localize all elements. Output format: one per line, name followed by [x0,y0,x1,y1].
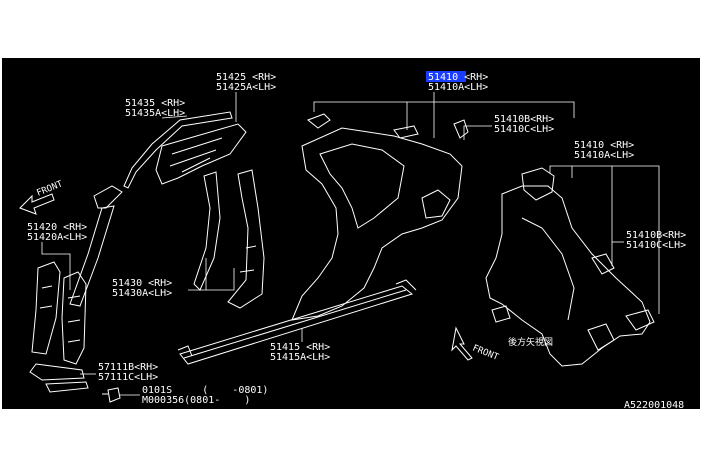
bracket-drawing [29,363,89,393]
front-arrow-bottom-right: FRONT [451,326,500,364]
front-arrow-top-left: FRONT [19,179,65,215]
roof-rail-drawing [155,123,247,185]
front-label-left: FRONT [35,179,64,199]
label-51435-rh: 51435 <RH> [125,98,185,109]
label-51410-rh-right: 51410 <RH> [574,140,634,151]
hinge-pillar-drawing [31,261,87,365]
rear-quarter-panel-drawing [291,113,469,321]
label-51410a-lh: 51410A<LH> [428,82,488,93]
label-51410-rh-suffix: <RH> [458,72,488,83]
label-51425a-lh: 51425A<LH> [216,82,276,93]
parts-diagram: 51425 <RH> 51425A<LH> 51435 <RH> 51435A<… [19,71,686,409]
diagram-code: A522001048 [624,400,684,409]
label-51415a-lh: 51415A<LH> [270,352,330,363]
label-51430a-lh: 51430A<LH> [112,288,172,299]
label-51430-rh: 51430 <RH> [112,278,172,289]
label-51420a-lh: 51420A<LH> [27,232,87,243]
label-m000356: M000356(0801- ) [142,395,250,406]
label-0101s: 0101S ( -0801) [142,385,268,396]
svg-text:51410 <RH>: 51410 <RH> [428,72,488,83]
label-51410b-rh-left: 51410B<RH> [494,114,554,125]
label-57111b-rh: 57111B<RH> [98,362,158,373]
search-highlight [426,71,466,82]
label-51410c-lh-left: 51410C<LH> [494,124,554,135]
label-51420-rh: 51420 <RH> [27,222,87,233]
screw-drawing [102,387,121,403]
label-51425-rh: 51425 <RH> [216,72,276,83]
label-57111c-lh: 57111C<LH> [98,372,158,383]
view-direction-label: 後方矢視図 [508,336,553,348]
label-51410a-lh-right: 51410A<LH> [574,150,634,161]
label-51410b-rh-right: 51410B<RH> [626,230,686,241]
front-pillar-drawing [69,111,233,307]
front-label-right: FRONT [471,344,500,364]
label-51435a-lh: 51435A<LH> [125,108,185,119]
label-51410c-lh-right: 51410C<LH> [626,240,686,251]
parts-diagram-panel: 51425 <RH> 51425A<LH> 51435 <RH> 51435A<… [2,58,700,409]
label-51415-rh: 51415 <RH> [270,342,330,353]
rear-view-panel-drawing [485,167,655,367]
label-51410-highlighted: 51410 [428,72,458,83]
center-pillar-drawing [193,169,265,309]
side-sill-drawing [177,279,417,365]
